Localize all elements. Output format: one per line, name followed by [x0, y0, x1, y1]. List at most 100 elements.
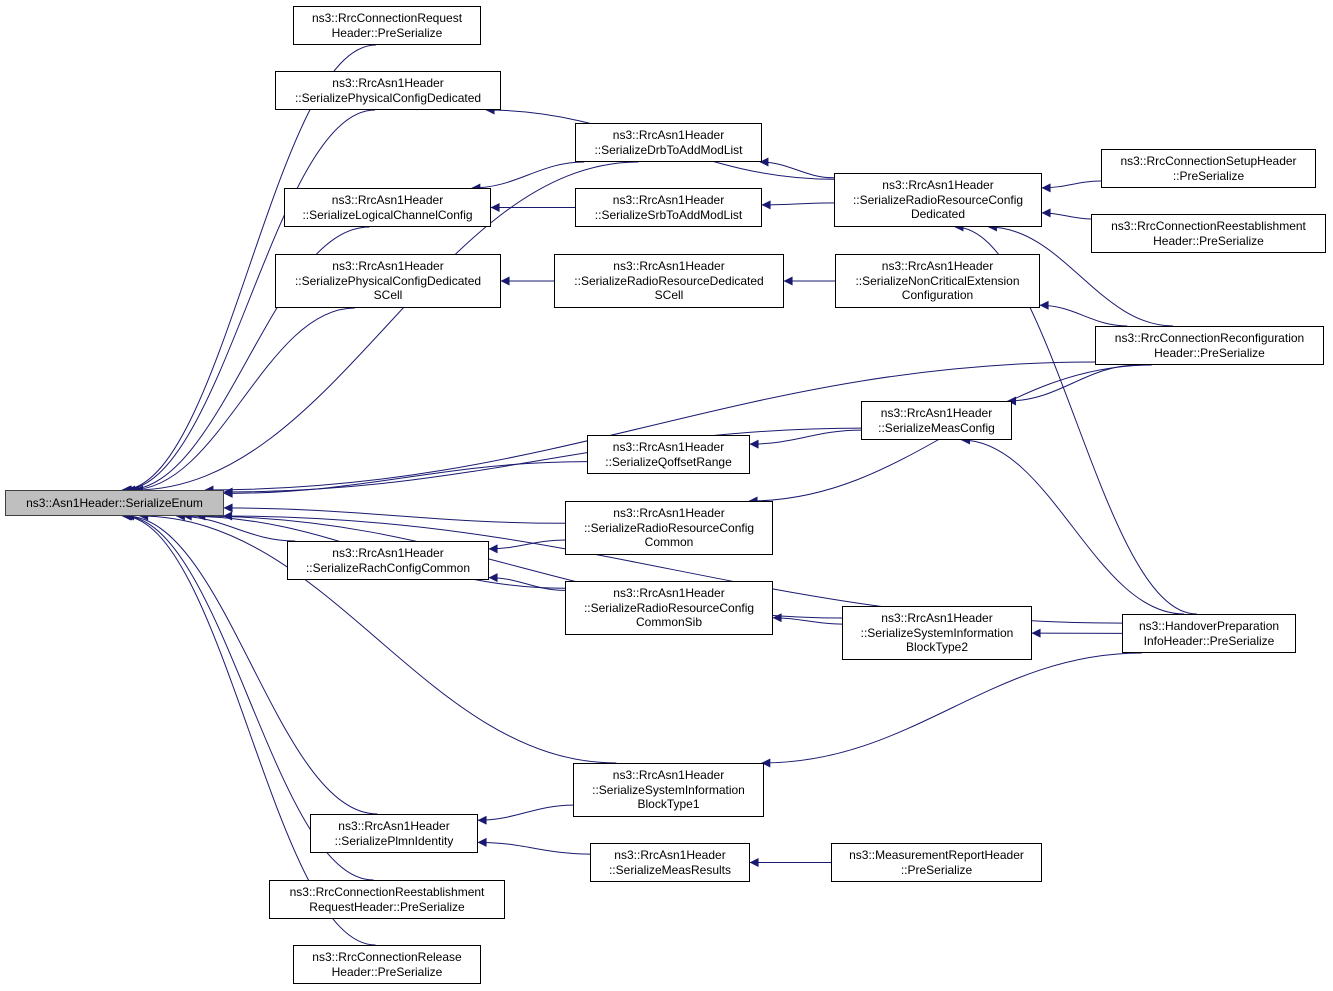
node-label-line: ::SerializeSystemInformation [860, 625, 1014, 640]
node-label-line: ns3::RrcConnectionReconfiguration [1114, 331, 1305, 345]
node-serializeradioresourcededicatedscell[interactable]: ns3::RrcAsn1Header::SerializeRadioResour… [554, 254, 784, 308]
edge-n4-to-root [126, 226, 370, 495]
edge-n6-to-n3 [759, 157, 835, 179]
node-serializeplmnidentity[interactable]: ns3::RrcAsn1Header::SerializePlmnIdentit… [310, 814, 478, 853]
node-label-line: ::SerializeDrbToAddModList [594, 142, 743, 157]
edge-n20-to-root [139, 511, 617, 764]
node-asn1header-serializeenum: ns3::Asn1Header::SerializeEnum [5, 490, 224, 516]
node-label-line: ns3::RrcConnectionReestablishment [1111, 219, 1306, 233]
node-label-line: ::SerializeRadioResourceDedicated [574, 273, 764, 288]
edge-n12-to-root [204, 361, 1096, 495]
node-serializeqoffsetrange[interactable]: ns3::RrcAsn1Header::SerializeQoffsetRang… [587, 435, 750, 474]
edge-n7-to-n6 [1041, 180, 1102, 193]
node-serializerachconfigcommon[interactable]: ns3::RrcAsn1Header::SerializeRachConfigC… [287, 541, 489, 580]
node-label-line: ns3::RrcAsn1Header [612, 440, 725, 454]
edge-n25-to-root [121, 511, 376, 946]
edge-n19-to-n20 [761, 652, 1142, 768]
edge-n12-to-n6 [987, 222, 1174, 327]
node-label-line: ::SerializeRadioResourceConfig [852, 192, 1024, 207]
edge-n15-to-root [223, 503, 566, 524]
node-label-line: Header::PreSerialize [331, 25, 443, 40]
edge-n18-to-n17 [772, 613, 843, 625]
node-label-line: RequestHeader::PreSerialize [309, 899, 465, 914]
node-label-line: InfoHeader::PreSerialize [1143, 633, 1275, 648]
node-label-line: ns3::RrcAsn1Header [338, 819, 450, 833]
node-label-line: Dedicated [910, 207, 966, 222]
node-label-line: CommonSib [635, 615, 703, 630]
node-serializenoncriticalextensionconfiguration[interactable]: ns3::RrcAsn1Header::SerializeNonCritical… [835, 254, 1040, 308]
node-label-line: ::SerializeNonCriticalExtension [855, 273, 1020, 288]
node-label-line: ns3::RrcAsn1Header [881, 611, 993, 626]
node-label-line: Configuration [901, 288, 974, 303]
edge-n2-to-root [122, 109, 376, 495]
node-label-line: ::SerializePlmnIdentity [334, 833, 454, 848]
node-label-line: ::SerializeSrbToAddModList [594, 207, 743, 222]
edge-n8-to-n6 [1041, 208, 1092, 220]
edge-n6-to-n5 [761, 200, 835, 210]
node-label-line: ns3::RrcAsn1Header [332, 259, 444, 274]
node-serializelogicalchannelconfig[interactable]: ns3::RrcAsn1Header::SerializeLogicalChan… [284, 188, 491, 227]
edge-n1-to-root [121, 44, 376, 495]
node-label-line: ns3::MeasurementReportHeader [849, 848, 1024, 862]
node-label-line: Header::PreSerialize [1153, 233, 1264, 248]
node-label-line: ::SerializeQoffsetRange [605, 454, 732, 469]
edge-n21-to-root [125, 511, 378, 815]
node-label-line: BlockType1 [637, 797, 700, 812]
node-serializemeasconfig[interactable]: ns3::RrcAsn1Header::SerializeMeasConfig [861, 401, 1012, 440]
node-rrcconnectionsetupheader-preserialize[interactable]: ns3::RrcConnectionSetupHeader::PreSerial… [1101, 149, 1316, 188]
edge-n13-to-root [223, 427, 862, 497]
node-label-line: ns3::RrcAsn1Header [614, 848, 726, 862]
node-label-line: ns3::Asn1Header::SerializeEnum [26, 495, 203, 510]
node-label-line: SCell [373, 288, 403, 303]
node-label-line: Header::PreSerialize [331, 964, 443, 979]
edge-n12-to-n11 [1039, 300, 1128, 327]
node-serializedrbtoaddmodlist[interactable]: ns3::RrcAsn1Header::SerializeDrbToAddMod… [575, 123, 762, 162]
node-serializeradioresourceconfigcommonsib[interactable]: ns3::RrcAsn1Header::SerializeRadioResour… [565, 581, 773, 635]
node-serializephysicalconfigdedicated[interactable]: ns3::RrcAsn1Header::SerializePhysicalCon… [275, 71, 501, 110]
node-label-line: Header::PreSerialize [1154, 345, 1265, 360]
node-label-line: ::SerializeMeasConfig [878, 420, 995, 435]
node-label-line: ns3::RrcAsn1Header [612, 128, 725, 142]
edge-n24-to-root [122, 511, 374, 881]
node-label-line: ns3::RrcAsn1Header [613, 506, 725, 521]
node-serializeradioresourceconfigcommon[interactable]: ns3::RrcAsn1Header::SerializeRadioResour… [565, 501, 773, 555]
node-label-line: ::PreSerialize [1172, 168, 1245, 183]
edge-n20-to-n21 [477, 804, 574, 825]
node-label-line: ::SerializeMeasResults [608, 862, 732, 877]
edge-n15-to-n16 [488, 539, 566, 554]
node-label-line: ns3::RrcAsn1Header [332, 76, 444, 90]
node-label-line: ns3::RrcAsn1Header [613, 259, 725, 274]
edge-n3-to-root [134, 161, 639, 495]
edge-n19-to-n6 [954, 222, 1197, 615]
edge-n22-to-n21 [477, 837, 591, 855]
node-label-line: ns3::RrcAsn1Header [332, 546, 444, 560]
node-serializesrbtoaddmodlist[interactable]: ns3::RrcAsn1Header::SerializeSrbToAddMod… [575, 188, 762, 227]
node-label-line: ::SerializeLogicalChannelConfig [302, 207, 473, 222]
node-label-line: ns3::RrcAsn1Header [612, 193, 725, 207]
node-label-line: ns3::RrcAsn1Header [612, 768, 725, 783]
node-serializeradioresourceconfigdedicated[interactable]: ns3::RrcAsn1Header::SerializeRadioResour… [834, 173, 1042, 227]
node-label-line: ns3::RrcAsn1Header [881, 259, 994, 274]
node-label-line: ns3::RrcConnectionSetupHeader [1120, 154, 1297, 168]
node-serializesysteminformationblocktype1[interactable]: ns3::RrcAsn1Header::SerializeSystemInfor… [573, 763, 764, 817]
node-label-line: Common [644, 535, 694, 550]
node-serializesysteminformationblocktype2[interactable]: ns3::RrcAsn1Header::SerializeSystemInfor… [842, 606, 1032, 660]
node-label-line: SCell [654, 288, 684, 303]
edge-n14-to-root [223, 461, 588, 498]
node-serializephysicalconfigdedicatedscell[interactable]: ns3::RrcAsn1Header::SerializePhysicalCon… [275, 254, 501, 308]
edge-n12-to-n13 [1007, 364, 1139, 406]
node-label-line: ::SerializeRadioResourceConfig [583, 520, 755, 535]
node-serializemeasresults[interactable]: ns3::RrcAsn1Header::SerializeMeasResults [590, 843, 750, 882]
node-label-line: ns3::RrcConnectionRequest [311, 11, 463, 25]
node-measurementreportheader-preserialize[interactable]: ns3::MeasurementReportHeader::PreSeriali… [831, 843, 1042, 882]
node-label-line: ns3::RrcAsn1Header [882, 178, 994, 193]
node-label-line: ::SerializePhysicalConfigDedicated [294, 90, 482, 105]
node-label-line: ::SerializeRadioResourceConfig [583, 600, 755, 615]
